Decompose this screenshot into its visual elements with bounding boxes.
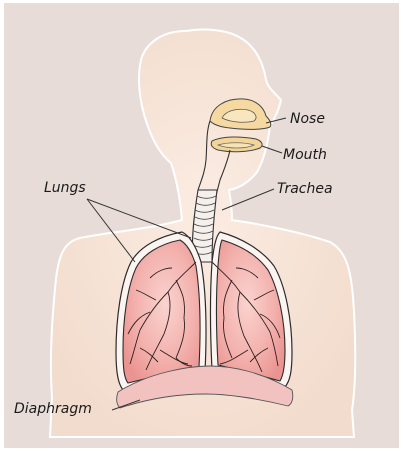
diaphragm bbox=[116, 365, 294, 409]
left-lung bbox=[122, 239, 201, 384]
bronchial-tree bbox=[127, 261, 281, 373]
nose-leader bbox=[265, 117, 287, 124]
tongue-shape bbox=[216, 142, 255, 149]
diaphragm-leader bbox=[111, 399, 141, 411]
lungs-leader-left bbox=[86, 198, 136, 263]
trachea-rings bbox=[192, 195, 217, 255]
right-lung bbox=[215, 239, 286, 382]
label-lungs: Lungs bbox=[44, 180, 86, 196]
trachea-leader bbox=[221, 188, 275, 211]
leader-lines bbox=[86, 117, 287, 411]
label-trachea: Trachea bbox=[277, 181, 333, 197]
lungs-leader-right bbox=[86, 198, 192, 239]
label-mouth: Mouth bbox=[283, 147, 327, 163]
label-diaphragm: Diaphragm bbox=[14, 401, 92, 417]
label-nose: Nose bbox=[290, 111, 325, 127]
mouth-leader bbox=[261, 145, 283, 154]
nasal-cavity bbox=[221, 108, 257, 123]
